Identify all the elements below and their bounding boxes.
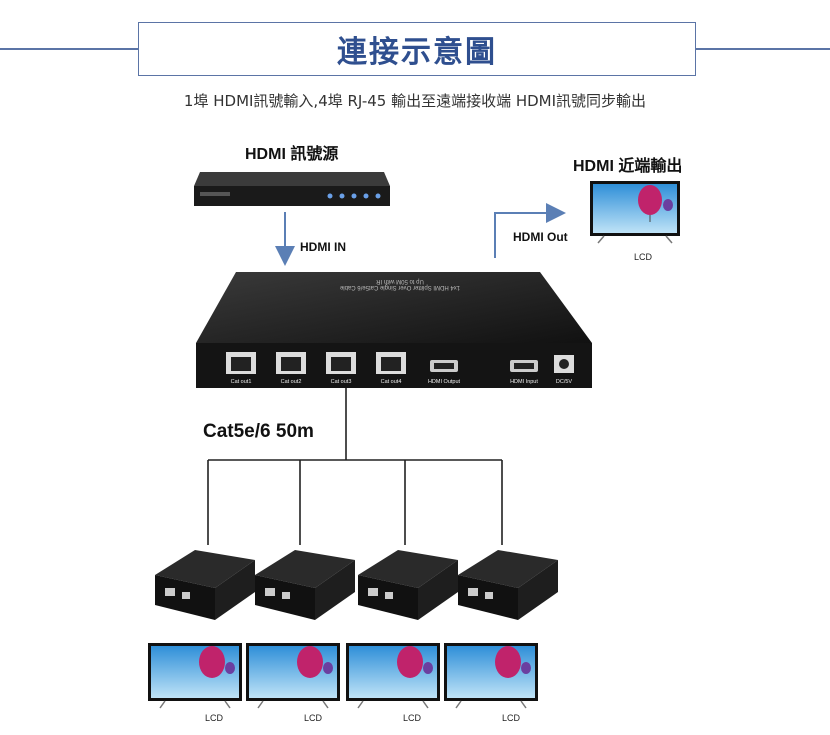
rj45-port-1 xyxy=(226,352,256,374)
hdmi-out-arrow xyxy=(494,203,566,258)
receiver-1 xyxy=(155,550,255,620)
hdmi-input-port xyxy=(510,360,538,372)
receiver-2 xyxy=(255,550,355,620)
local-lcd xyxy=(590,181,680,244)
page-subtitle: 1埠 HDMI訊號輸入,4埠 RJ-45 輸出至遠端接收端 HDMI訊號同步輸出 xyxy=(183,92,647,110)
source-player xyxy=(194,172,390,206)
hdmi-in-label: HDMI IN xyxy=(300,240,346,254)
remote-lcd-label-4: LCD xyxy=(502,713,521,723)
remote-lcd-label-2: LCD xyxy=(304,713,323,723)
title-box: 連接示意圖 xyxy=(138,22,696,76)
port-label-1: Cat out1 xyxy=(231,379,252,385)
remote-lcd-label-3: LCD xyxy=(403,713,422,723)
hdmi-output-port xyxy=(430,360,458,372)
splitter-top-text2: Up to 50M with IR xyxy=(375,278,423,284)
remote-lcd-4 xyxy=(444,643,538,709)
splitter-top-text: 1x4 HDMI Splitter Over Single Cat5e/6 Ca… xyxy=(339,284,460,290)
port-label-4: Cat out4 xyxy=(381,379,402,385)
receiver-3 xyxy=(358,550,458,620)
port-label-hdmi-in: HDMI Input xyxy=(510,379,538,385)
dc-power-port xyxy=(554,355,574,373)
hdmi-out-label: HDMI Out xyxy=(513,230,568,244)
source-label: HDMI 訊號源 xyxy=(245,146,339,163)
header-line-left xyxy=(0,48,138,50)
local-output-label: HDMI 近端輸出 xyxy=(573,158,683,175)
cable-tree xyxy=(207,388,503,545)
remote-lcd-2 xyxy=(246,643,340,709)
local-lcd-label: LCD xyxy=(634,252,653,262)
header-line-right xyxy=(696,48,830,50)
rj45-port-3 xyxy=(326,352,356,374)
remote-lcd-3 xyxy=(346,643,440,709)
port-label-3: Cat out3 xyxy=(331,379,352,385)
cable-label: Cat5e/6 50m xyxy=(203,421,314,442)
page-title: 連接示意圖 xyxy=(337,35,497,70)
remote-lcd-label-1: LCD xyxy=(205,713,224,723)
port-label-dc: DC/5V xyxy=(556,379,573,385)
rj45-port-2 xyxy=(276,352,306,374)
remote-lcd-1 xyxy=(148,643,242,709)
receiver-4 xyxy=(458,550,558,620)
port-label-hdmi-out: HDMI Output xyxy=(428,379,461,385)
rj45-port-4 xyxy=(376,352,406,374)
port-label-2: Cat out2 xyxy=(281,379,302,385)
